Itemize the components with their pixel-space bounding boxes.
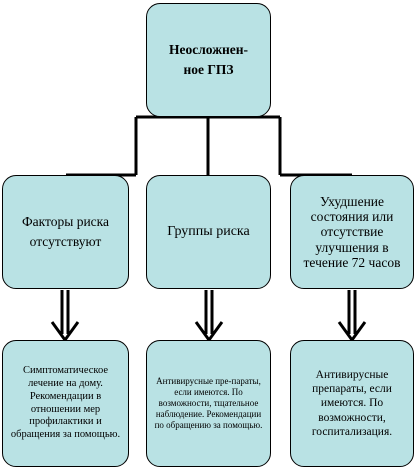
arrow-left-icon <box>50 290 80 343</box>
branch-node-label: Факторы риска отсутствуют <box>21 213 110 249</box>
recommendation-node-home-treatment: Симптоматическое лечение на дому. Рекоме… <box>2 340 129 467</box>
arrow-right-icon <box>337 290 367 343</box>
branch-node-risk-groups: Группы риска <box>146 175 271 289</box>
recommendation-text: Антивирусные препараты, если имеются. По… <box>311 368 393 439</box>
recommendation-text: Антивирусные пре-параты, если имеются. П… <box>154 376 263 430</box>
branch-node-label: Ухудшение состояния или отсутствие улучш… <box>303 194 401 270</box>
root-node: Неосложнен-ное ГПЗ <box>146 3 271 117</box>
recommendation-text: Симптоматическое лечение на дому. Рекоме… <box>10 365 121 441</box>
root-node-label: Неосложнен-ное ГПЗ <box>168 42 249 77</box>
recommendation-node-antivirals-hospitalization: Антивирусные препараты, если имеются. По… <box>290 340 414 467</box>
branch-node-worsening: Ухудшение состояния или отсутствие улучш… <box>290 175 414 289</box>
arrow-mid-icon <box>194 290 224 343</box>
branch-node-no-risk-factors: Факторы риска отсутствуют <box>2 175 129 289</box>
recommendation-node-antivirals-observation: Антивирусные пре-параты, если имеются. П… <box>146 340 271 467</box>
branch-node-label: Группы риска <box>167 224 250 239</box>
